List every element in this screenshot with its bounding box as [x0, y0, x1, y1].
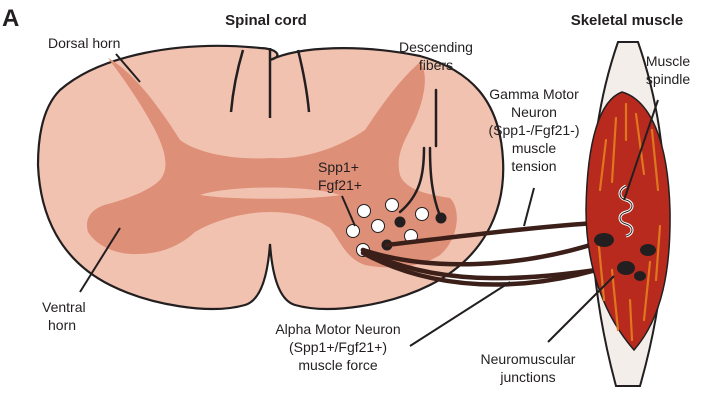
gamma-label-1: Gamma Motor — [489, 86, 579, 102]
spp1-label-1: Spp1+ — [318, 159, 359, 175]
gamma-label-4: muscle — [512, 140, 557, 156]
fiber-terminal-2 — [435, 212, 447, 224]
alpha-axon-1 — [360, 239, 603, 267]
nmj-blob-3 — [617, 261, 635, 275]
alpha-label-3: muscle force — [298, 357, 378, 373]
dorsal-horn-label: Dorsal horn — [48, 35, 120, 51]
pointer-lines — [79, 53, 659, 347]
descending-fibers — [398, 88, 442, 218]
ventral-horn-label-2: horn — [48, 317, 76, 333]
nmj-blob-4 — [634, 271, 646, 281]
spindle-pointer — [623, 99, 659, 201]
descending-label-1: Descending — [399, 39, 473, 55]
spinal-cord — [36, 44, 505, 311]
spindle-label-1: Muscle — [646, 53, 691, 69]
panel-letter: A — [2, 5, 19, 32]
gamma-label-3: (Spp1-/Fgf21-) — [488, 122, 579, 138]
ventral-horn-label-1: Ventral — [42, 299, 86, 315]
nmj-label-2: junctions — [499, 369, 555, 385]
muscle-stripes — [596, 102, 662, 342]
dorsal-fissure-left — [229, 49, 245, 113]
gamma-pointer — [523, 187, 535, 227]
ventral-horn-pointer — [79, 227, 121, 293]
spinal-cord-title: Spinal cord — [225, 12, 307, 29]
alpha-label-2: (Spp1+/Fgf21+) — [289, 339, 387, 355]
gamma-label-5: tension — [511, 158, 556, 174]
nmj-blob-1 — [594, 233, 614, 247]
skeletal-muscle-title: Skeletal muscle — [571, 12, 684, 29]
dorsal-horn-pointer — [115, 53, 141, 83]
muscle-belly — [585, 91, 671, 352]
skeletal-muscle — [585, 41, 671, 387]
gamma-label-2: Neuron — [511, 104, 557, 120]
nmj-blob-2 — [640, 244, 656, 256]
alpha-label-1: Alpha Motor Neuron — [275, 321, 400, 337]
fiber-terminal-1 — [394, 216, 406, 228]
central-canal-highlight — [200, 187, 340, 199]
spindle-label-2: spindle — [646, 71, 691, 87]
motor-neuron-cluster — [346, 198, 429, 257]
nmj-pointer — [547, 275, 615, 343]
nmj-label-1: Neuromuscular — [481, 351, 576, 367]
muscle-spindle-coil-outline — [619, 185, 633, 237]
dorsal-fissure-right — [296, 49, 311, 113]
spp1-pointer — [341, 195, 356, 227]
descending-label-2: fibers — [419, 57, 453, 73]
alpha-pointer — [409, 281, 511, 347]
spp1-label-2: Fgf21+ — [318, 177, 362, 193]
